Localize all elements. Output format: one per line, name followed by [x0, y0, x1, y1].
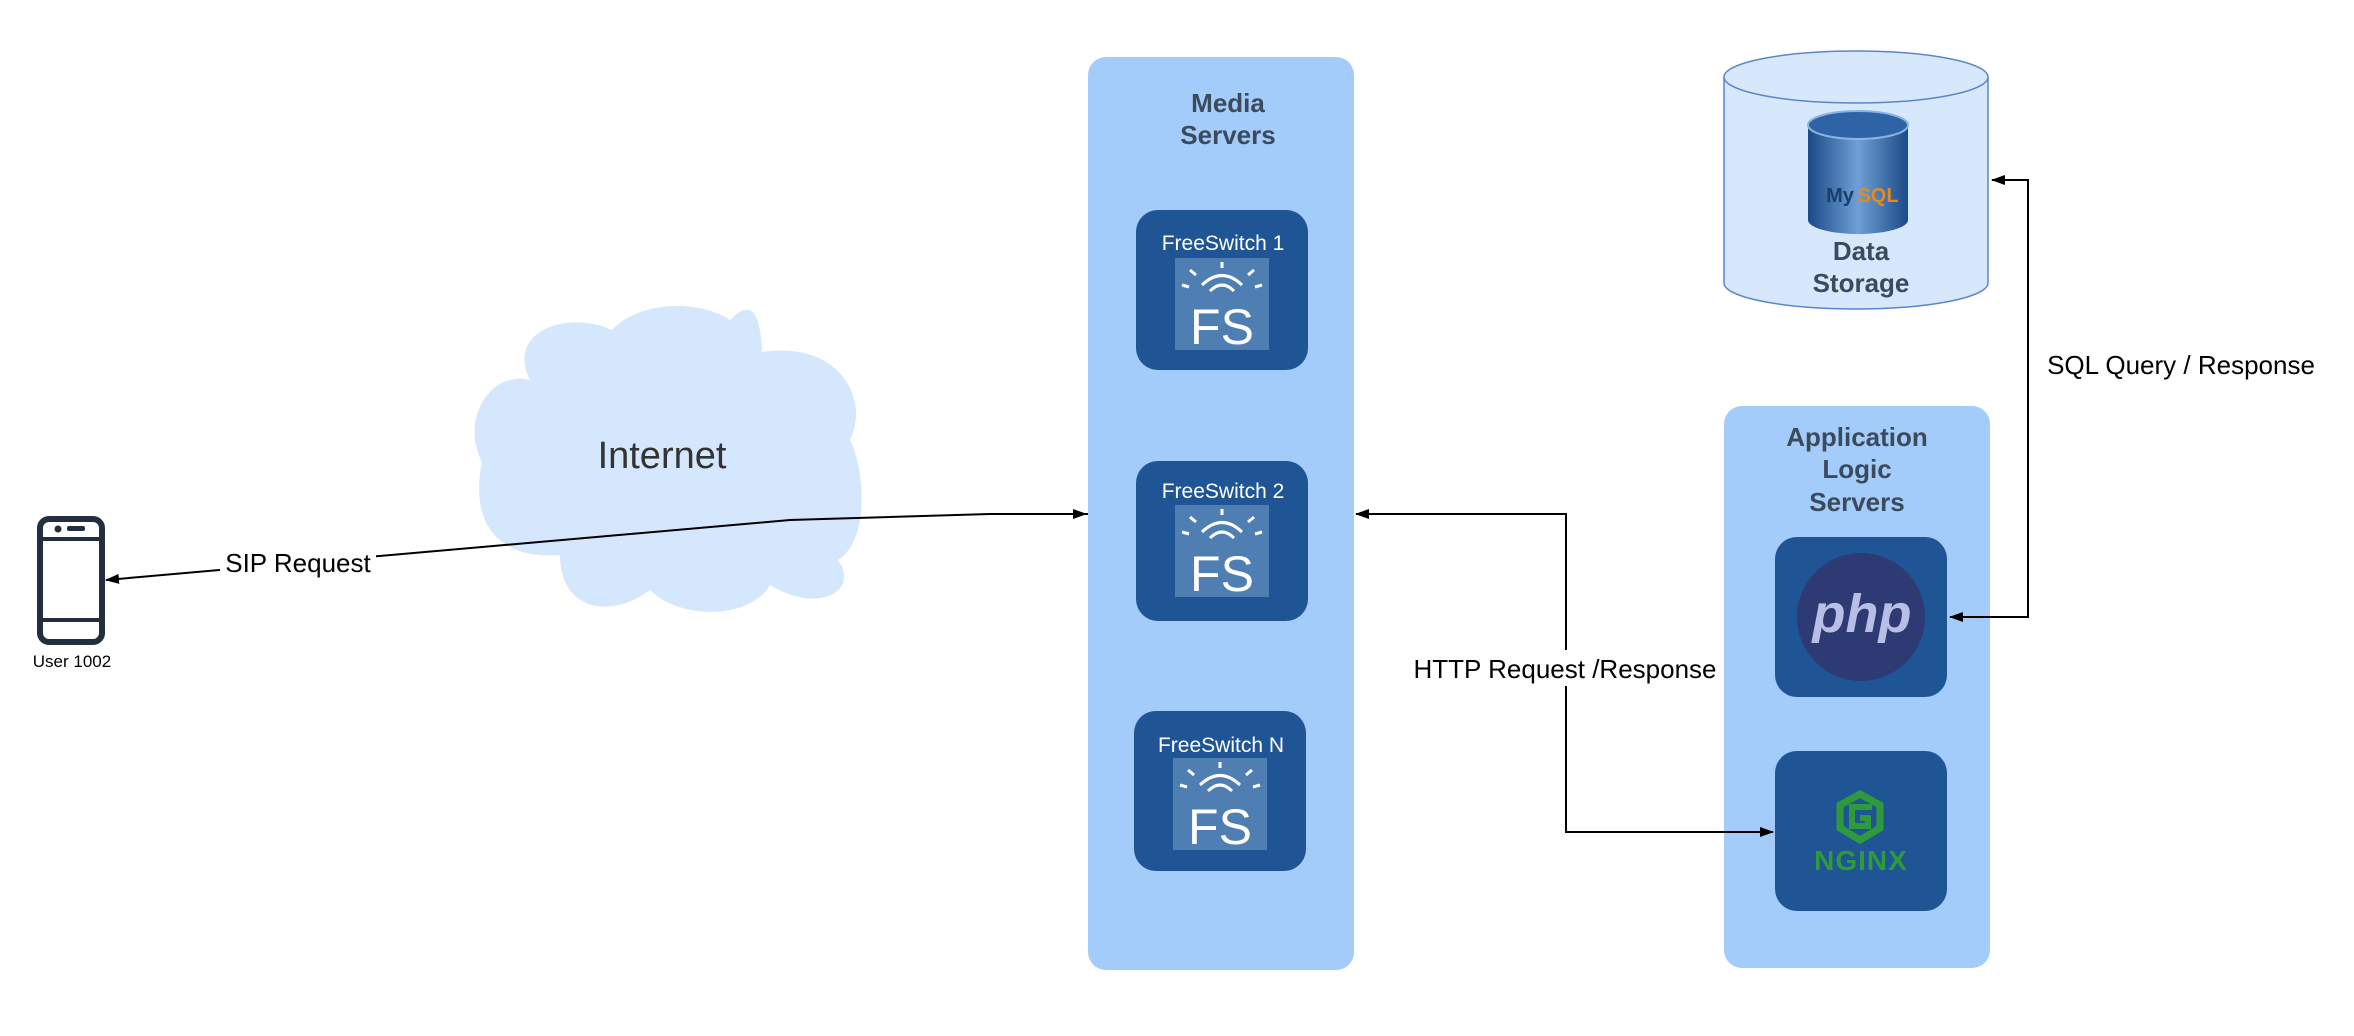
http-request-label: HTTP Request /Response	[1414, 654, 1717, 684]
freeswitch-2-node[interactable]: FreeSwitch 2 FS	[1136, 461, 1308, 621]
svg-text:php: php	[1811, 584, 1912, 644]
php-logo-icon	[1797, 553, 1925, 681]
freeswitch-logo-icon: FS	[1175, 258, 1269, 355]
http-connection-line-to-nginx	[1565, 720, 1774, 837]
nginx-server-node[interactable]: NGINX	[1775, 751, 1947, 911]
svg-text:NGINX: NGINX	[1814, 845, 1908, 876]
data-storage-title-line1: Data	[1833, 236, 1890, 266]
svg-text:FS: FS	[1190, 546, 1254, 602]
php-server-node[interactable]: php	[1775, 537, 1947, 697]
freeswitch-1-label: FreeSwitch 1	[1162, 232, 1285, 255]
internet-label: Internet	[598, 435, 727, 477]
mobile-phone-icon[interactable]	[37, 516, 105, 645]
svg-text:FS: FS	[1188, 799, 1252, 855]
internet-cloud: Internet	[474, 306, 862, 612]
app-servers-title-line1: Application	[1786, 422, 1928, 452]
freeswitch-1-node[interactable]: FreeSwitch 1 FS	[1136, 210, 1308, 370]
svg-text:My: My	[1826, 185, 1855, 207]
app-servers-title-line3: Servers	[1809, 487, 1904, 517]
sip-request-label: SIP Request	[225, 548, 371, 578]
mysql-database-icon: My SQL	[1807, 110, 1909, 234]
nginx-logo-icon: NGINX	[1814, 790, 1908, 876]
app-servers-title-line2: Logic	[1822, 454, 1891, 484]
freeswitch-logo-icon: FS	[1173, 758, 1267, 855]
svg-text:SQL: SQL	[1857, 185, 1898, 207]
sql-query-label: SQL Query / Response	[2047, 350, 2315, 380]
freeswitch-logo-icon: FS	[1175, 505, 1269, 602]
sql-connection-line-to-php	[1949, 400, 2029, 622]
user-label: User 1002	[33, 652, 111, 671]
data-storage-node[interactable]: My SQL Data Storage	[1723, 50, 1989, 310]
media-servers-title-line1: Media	[1191, 88, 1265, 118]
data-storage-title-line2: Storage	[1813, 268, 1910, 298]
freeswitch-n-label: FreeSwitch N	[1158, 734, 1284, 757]
media-servers-title-line2: Servers	[1180, 120, 1275, 150]
freeswitch-n-node[interactable]: FreeSwitch N FS	[1134, 711, 1306, 871]
freeswitch-2-label: FreeSwitch 2	[1162, 480, 1285, 503]
svg-text:FS: FS	[1190, 299, 1254, 355]
